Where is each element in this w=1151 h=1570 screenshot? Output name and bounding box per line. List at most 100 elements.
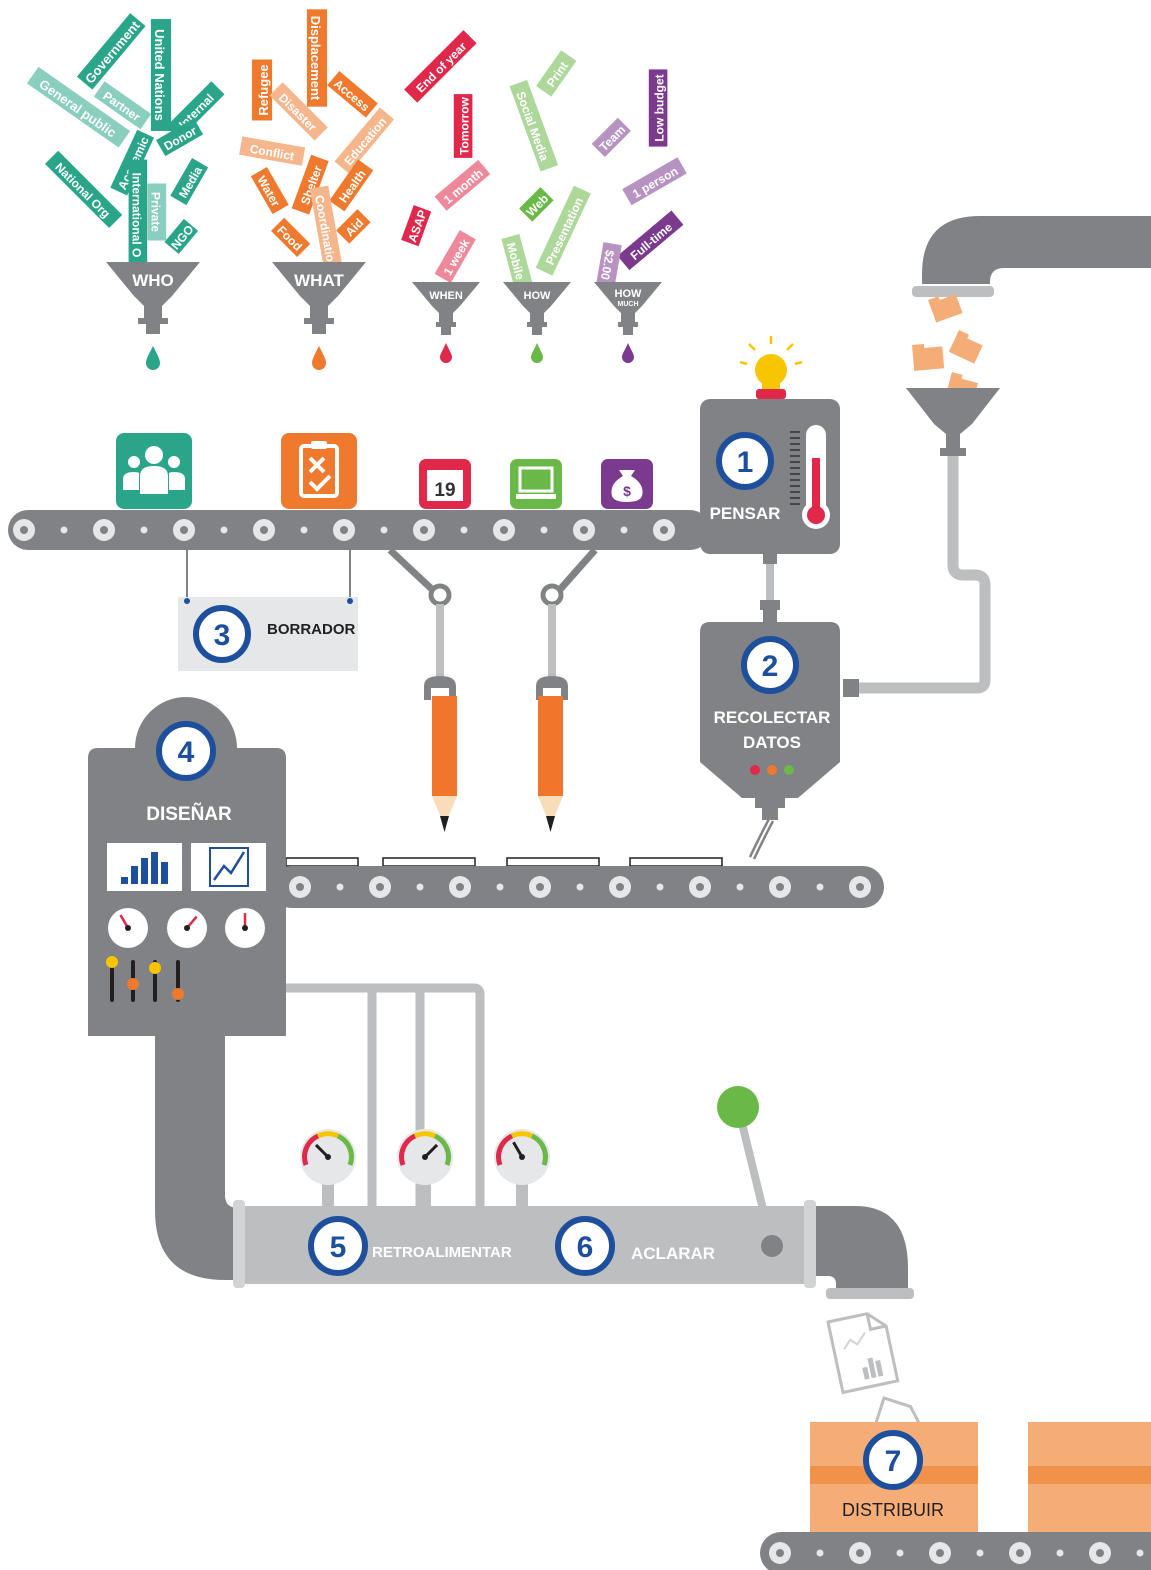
who-word-tag: NGO	[164, 218, 199, 254]
step-4-label: DISEÑAR	[146, 803, 232, 825]
step-7-badge	[863, 1430, 923, 1490]
slider-knob-icon	[106, 956, 118, 968]
step-5-badge	[308, 1216, 368, 1276]
slider-knob-icon	[127, 978, 139, 990]
how-much-word-tag: $2.00	[595, 242, 622, 289]
step-6-label: ACLARAR	[631, 1244, 715, 1263]
step-1-badge	[716, 432, 774, 490]
machine-pensar: 1 PENSAR	[700, 336, 840, 554]
what-word-text: Displacement	[308, 16, 323, 101]
funnel-who-label: WHO	[132, 271, 174, 290]
feedback-pipes	[284, 983, 485, 1210]
what-drop-icon	[312, 346, 326, 370]
who-people-icon	[116, 433, 192, 509]
funnel-how: HOW	[503, 282, 571, 363]
step-7-label: DISTRIBUIR	[842, 1500, 944, 1520]
step-2-label: RECOLECTAR	[714, 708, 831, 727]
step-4-badge	[156, 721, 216, 781]
feedback-gauges	[300, 1129, 550, 1209]
who-word-tag: National Org	[45, 150, 123, 228]
when-word-tag: Tomorrow	[453, 94, 473, 158]
when-word-tag: 1 week	[434, 230, 476, 283]
status-light-green	[784, 765, 794, 775]
who-word-tag: Private	[147, 183, 167, 241]
data-folder-icon	[948, 330, 983, 364]
top-conveyor	[8, 510, 710, 550]
funnel-when-label: WHEN	[429, 290, 463, 302]
what-checklist-icon	[281, 433, 357, 509]
who-word-text: Private	[148, 192, 162, 232]
pencil-arm-right	[536, 547, 598, 832]
how-drop-icon	[531, 343, 543, 363]
when-drop-icon	[440, 343, 452, 363]
what-word-tag: Access	[327, 71, 378, 118]
who-word-tag: Government	[76, 13, 146, 90]
pencil-icon	[538, 696, 563, 832]
middle-conveyor	[270, 857, 884, 908]
report-document-icon	[826, 1312, 900, 1395]
how-word-tag: Print	[536, 50, 577, 97]
when-word-text: Tomorrow	[458, 96, 472, 154]
how-word-tag: Mobile	[501, 234, 533, 288]
who-drop-icon	[146, 346, 160, 370]
calendar-day-text: 19	[434, 480, 455, 501]
who-word-tag: United Nations	[150, 19, 172, 131]
how-much-word-text: Low budget	[653, 74, 667, 141]
what-word-tag: Water	[250, 167, 289, 215]
step-6-number: 6	[577, 1231, 594, 1264]
how-word-tag: Web	[519, 187, 554, 222]
when-word-tag: End of year	[404, 30, 477, 103]
how-much-word-tag: 1 person	[622, 157, 687, 206]
distribution-boxes: 7 DISTRIBUIR	[810, 1422, 1151, 1532]
how-word-text: Mobile	[504, 241, 527, 282]
what-word-tag: Food	[271, 217, 311, 257]
what-word-tag: Education	[334, 107, 395, 174]
who-word-text: Government	[82, 18, 143, 87]
step-3-number: 3	[214, 619, 231, 652]
step-1-label: PENSAR	[710, 504, 781, 523]
what-word-tag: Displacement	[306, 9, 328, 107]
what-word-tag: Refugee	[251, 59, 273, 121]
how-much-word-tag: Full-time	[617, 210, 684, 271]
input-pipe	[843, 216, 1151, 697]
when-word-tag: ASAP	[401, 205, 432, 247]
how-much-money-bag-icon: $	[601, 459, 653, 509]
funnel-how-much: HOW MUCH	[594, 282, 662, 363]
funnel-when: WHEN	[412, 282, 480, 363]
how-computer-icon	[510, 459, 562, 509]
funnel-how-label: HOW	[524, 290, 552, 302]
when-word-text: End of year	[413, 39, 469, 95]
slider-knob-icon	[172, 988, 184, 1000]
pencil-icon	[432, 696, 457, 832]
funnel-who: WHO	[106, 262, 200, 370]
what-word-text: Refugee	[256, 64, 271, 115]
data-folder-icon	[912, 343, 945, 371]
step-4-number: 4	[178, 736, 195, 769]
step-3-badge	[193, 605, 251, 663]
lightbulb-icon	[739, 336, 803, 399]
who-word-tag: Media	[170, 158, 209, 206]
when-word-tag: 1 month	[434, 159, 491, 211]
line-chart-icon	[209, 847, 249, 887]
when-calendar-icon: 19	[419, 459, 471, 509]
how-much-word-tag: Low budget	[648, 69, 668, 147]
step-6-badge	[555, 1216, 615, 1276]
what-word-tag: Conflict	[239, 136, 306, 166]
sign-borrador: 3 BORRADOR	[178, 548, 358, 671]
step-2-label-line2: DATOS	[743, 733, 801, 752]
step-1-number: 1	[737, 446, 754, 479]
pencil-arm-left	[387, 547, 457, 832]
funnel-how-much-sublabel: MUCH	[618, 301, 639, 308]
status-light-orange	[767, 765, 777, 775]
step-5: 5 RETROALIMENTAR	[308, 1216, 512, 1276]
how-much-word-tag: Team	[591, 117, 631, 157]
clarify-lever	[717, 1086, 783, 1257]
status-light-red	[750, 765, 760, 775]
funnel-what: WHAT	[272, 262, 366, 370]
bar-chart-icon	[121, 852, 168, 884]
step-3-label: BORRADOR	[267, 621, 355, 638]
funnel-how-much-label: HOW	[615, 288, 643, 300]
who-word-text: International O	[129, 173, 143, 258]
who-word-text: United Nations	[152, 29, 167, 121]
